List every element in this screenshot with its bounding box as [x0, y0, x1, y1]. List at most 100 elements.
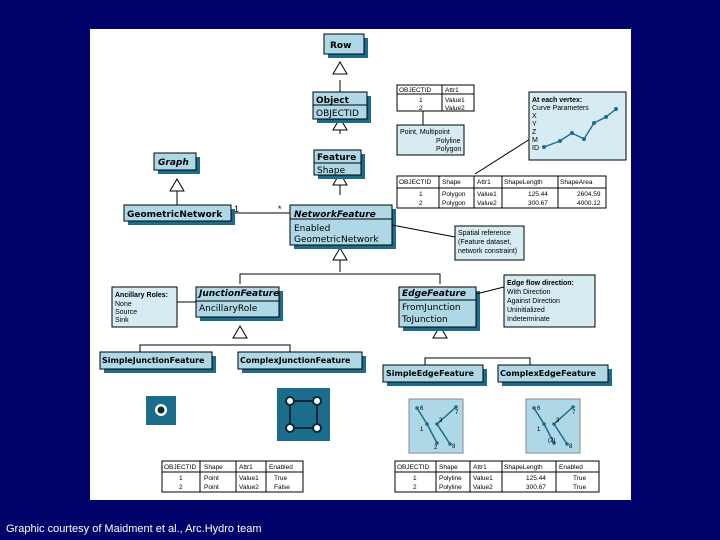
table-edge-cell: True: [573, 475, 587, 482]
table-edge-header-1: OBJECTID: [397, 464, 429, 471]
note-edge-flow-line-4: Indeterminate: [507, 316, 550, 323]
complex-junction-illustration: [277, 388, 330, 441]
table-edge-cell: Polyline: [439, 475, 462, 482]
class-network-feature: NetworkFeature Enabled GeometricNetwork: [289, 204, 396, 249]
table-junction-cell: False: [274, 484, 290, 491]
table-edge-header-5: Enabled: [559, 464, 583, 471]
class-complex-junction: ComplexJunctionFeature: [237, 351, 366, 373]
note-spatial-line-1: Spatial reference: [458, 230, 511, 237]
graph-node-label: 1: [537, 427, 541, 433]
table-object-cell: 1: [419, 97, 423, 104]
table-feature-cell: Polygon: [442, 191, 466, 198]
table-feature: OBJECTID Shape Attr1 ShapeLength ShapeAr…: [396, 175, 607, 209]
graph-node-label: 7: [455, 410, 459, 416]
table-object: OBJECTID Attr1 1 Value1 2 Value2: [396, 84, 475, 112]
note-spatial-line-3: network constraint): [458, 248, 517, 255]
note-ancillary-line-3: Sink: [115, 317, 129, 324]
simple-junction-illustration: [146, 396, 176, 425]
connector-lines: [139, 80, 531, 365]
note-edge-flow-title: Edge flow direction:: [507, 280, 574, 287]
table-junction-header-2: Shape: [204, 464, 223, 471]
class-junction-feature: JunctionFeature AncillaryRole: [195, 286, 283, 321]
table-object-cell: Value2: [445, 105, 465, 112]
table-edge: OBJECTID Shape Attr1 ShapeLength Enabled…: [394, 460, 600, 493]
graph-node-label: 7: [572, 410, 576, 416]
graph-node-label: 3: [556, 418, 560, 424]
class-graph: Graph: [153, 152, 200, 174]
class-geometric-network: GeometricNetwork: [123, 204, 235, 225]
graph-node-label: 6: [537, 406, 541, 412]
table-feature-cell: Polygon: [442, 200, 466, 207]
graph-node-label: 8: [452, 444, 456, 450]
table-edge-cell: Value1: [473, 475, 493, 482]
table-object-header-2: Attr1: [445, 87, 459, 94]
table-junction: OBJECTID Shape Attr1 Enabled 1 Point Val…: [161, 460, 304, 493]
note-edge-flow-line-2: Against Direction: [507, 298, 560, 305]
note-spatial-ref: Spatial reference (Feature dataset, netw…: [454, 225, 525, 261]
table-feature-cell: Value2: [477, 200, 497, 207]
table-junction-header-3: Attr1: [239, 464, 253, 471]
graph-node-label: 8: [569, 444, 573, 450]
table-edge-cell: 125.44: [526, 475, 546, 482]
class-network-feature-attr-enabled: Enabled: [294, 224, 330, 234]
class-simple-junction: SimpleJunctionFeature: [99, 351, 216, 373]
note-ancillary: Ancillary Roles: None Source Sink: [111, 286, 178, 328]
table-edge-cell: 1: [413, 475, 417, 482]
class-network-feature-attr-network: GeometricNetwork: [294, 235, 379, 245]
class-row-name: Row: [330, 41, 351, 51]
table-feature-header-1: OBJECTID: [399, 179, 431, 186]
table-object-cell: 2: [419, 105, 423, 112]
note-ancillary-title: Ancillary Roles:: [115, 292, 168, 299]
class-complex-edge: ComplexEdgeFeature: [497, 364, 612, 386]
note-vertex-line-4: Z: [532, 129, 537, 136]
note-spatial-pointer: [391, 224, 456, 238]
class-object-attr: OBJECTID: [316, 109, 359, 119]
table-feature-header-2: Shape: [442, 179, 461, 186]
class-complex-junction-name: ComplexJunctionFeature: [240, 356, 351, 365]
class-simple-edge: SimpleEdgeFeature: [382, 364, 487, 386]
table-edge-cell: 2: [413, 484, 417, 491]
table-feature-cell: Value1: [477, 191, 497, 198]
table-edge-cell: Value2: [473, 484, 493, 491]
class-feature-name: Feature: [317, 153, 356, 163]
table-feature-cell: 1: [419, 191, 423, 198]
graph-node-label: (2): [548, 438, 555, 444]
table-feature-cell: 4000.12: [577, 200, 601, 207]
table-edge-cell: Polyline: [439, 484, 462, 491]
table-junction-cell: 1: [179, 475, 183, 482]
note-ancillary-line-1: None: [115, 301, 132, 308]
graph-node-label: 3: [439, 418, 443, 424]
note-shapes-line-2: Polyline: [436, 138, 461, 145]
note-vertex-pointer: [474, 138, 531, 175]
table-feature-cell: 125.44: [528, 191, 548, 198]
table-junction-cell: 2: [179, 484, 183, 491]
class-simple-edge-name: SimpleEdgeFeature: [386, 369, 475, 378]
table-junction-cell: True: [274, 475, 288, 482]
class-feature-attr: Shape: [317, 166, 346, 176]
note-vertex-title: At each vertex:: [532, 97, 582, 104]
note-edge-flow: Edge flow direction: With Direction Agai…: [503, 274, 596, 328]
note-vertex: At each vertex: Curve Parameters X Y Z M…: [528, 91, 627, 161]
note-edge-flow-line-1: With Direction: [507, 289, 551, 296]
note-shapes-line-3: Polygon: [436, 146, 461, 153]
table-junction-cell: Value2: [239, 484, 259, 491]
class-junction-feature-attr: AncillaryRole: [199, 304, 258, 314]
graph-node-label: 2: [434, 445, 438, 451]
table-junction-header-1: OBJECTID: [164, 464, 196, 471]
note-shapes: Point, Multipoint Polyline Polygon: [396, 111, 465, 156]
note-vertex-line-6: ID: [532, 145, 539, 152]
multiplicity-one: 1: [234, 204, 239, 214]
class-network-feature-name: NetworkFeature: [294, 210, 376, 220]
table-edge-header-4: ShapeLength: [504, 464, 543, 471]
class-edge-feature: EdgeFeature FromJunction ToJunction: [398, 286, 480, 331]
table-feature-header-3: Attr1: [477, 179, 491, 186]
note-vertex-line-1: Curve Parameters: [532, 105, 589, 112]
note-edge-flow-pointer: [475, 286, 505, 295]
class-feature: Feature Shape: [313, 149, 365, 179]
table-feature-cell: 2604.59: [577, 191, 601, 198]
table-feature-header-4: ShapeLength: [504, 179, 543, 186]
note-shapes-line-1: Point, Multipoint: [400, 129, 450, 136]
class-object-name: Object: [316, 96, 350, 106]
simple-edge-illustration: 6 7 3 1 2 8: [408, 398, 464, 454]
class-object: Object OBJECTID: [312, 91, 371, 123]
